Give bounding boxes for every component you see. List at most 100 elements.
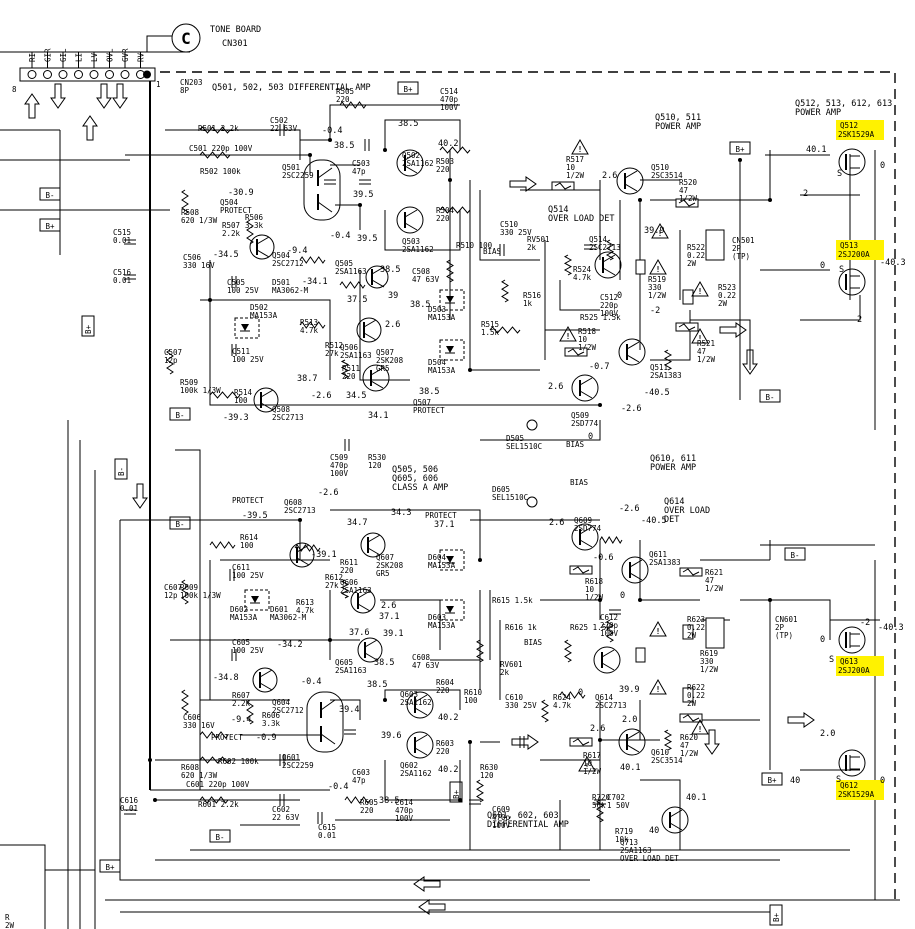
- resistor-symbol: [605, 239, 615, 261]
- wire: [800, 295, 861, 321]
- component-label-protect3: PROTECT: [211, 733, 243, 742]
- fusible-resistor-icon: [679, 567, 703, 577]
- cn203-connector-body: [19, 67, 156, 82]
- fusible-resistor-icon: [569, 565, 593, 575]
- component-label-r525: R525 1.5k: [580, 313, 621, 322]
- resistor-symbol: [199, 796, 229, 804]
- svg-text:B+: B+: [735, 145, 745, 154]
- component-label-c501: C501 220p 100V: [189, 144, 253, 153]
- diff-amp-top-label: Q501, 502, 503 DIFFERENTIAL AMP: [212, 83, 371, 93]
- capacitor-symbol: [519, 736, 525, 748]
- capacitor-symbol: [584, 244, 596, 250]
- b-plus-rail-label: B+: [761, 772, 783, 786]
- highlighted-part-ref: Q513: [840, 241, 858, 250]
- pin-label-ovl: OVL: [106, 48, 115, 62]
- component-label-bias4: BIAS: [524, 638, 543, 647]
- wire: [200, 299, 331, 380]
- capacitor-symbol: [594, 799, 606, 805]
- junction-dot: [208, 298, 212, 302]
- component-label-bias1: BIAS: [483, 247, 502, 256]
- voltage-reading-v73: 40.1: [686, 793, 706, 803]
- junction-dot: [328, 638, 332, 642]
- voltage-reading-v15: 38.5: [410, 300, 430, 310]
- b-minus-rail-label: B-: [169, 516, 191, 530]
- resistor-symbol: [476, 639, 484, 663]
- b-plus-rail-text: B+: [772, 912, 781, 922]
- resistor-symbol: [181, 579, 189, 605]
- svg-text:!: !: [656, 627, 661, 636]
- voltage-reading-v68: 2.6: [590, 724, 605, 734]
- voltage-reading-v36: -40.5: [644, 388, 670, 398]
- capacitor-symbol: [359, 179, 371, 185]
- svg-text:!: !: [658, 229, 663, 238]
- junction-dot: [638, 198, 642, 202]
- wire: [544, 270, 600, 331]
- q502-transistor: [396, 149, 424, 177]
- input-arrow-up-icon: [82, 115, 98, 141]
- svg-text:B+: B+: [45, 222, 55, 231]
- connector-c-icon: [171, 23, 201, 53]
- component-label-r625: R625 1.5k: [570, 623, 611, 632]
- resistor-symbol: [663, 729, 673, 751]
- wire: [0, 844, 46, 929]
- voltage-reading-v72: 0: [880, 776, 885, 786]
- resistor-symbol: [199, 756, 231, 764]
- capacitor-symbol: [231, 276, 237, 288]
- capacitor-symbol: [499, 244, 505, 256]
- capacitor-symbol: [229, 569, 235, 581]
- voltage-reading-v16: 2.6: [385, 320, 400, 330]
- voltage-reading-v52: -34.2: [277, 640, 303, 650]
- junction-dot: [298, 518, 302, 522]
- voltage-reading-v39: -39.5: [242, 511, 268, 521]
- voltage-reading-v6: 39.5: [353, 190, 373, 200]
- warning-triangle-icon: !: [578, 755, 596, 772]
- voltage-reading-v40: -39.1: [311, 550, 337, 560]
- highlighted-part-number: 2SJ200A: [838, 666, 870, 675]
- q503-transistor: [396, 206, 424, 234]
- b-minus-rail-label: [114, 458, 128, 480]
- signal-arrow-left-icon: [413, 876, 441, 892]
- resistor-symbol: [181, 189, 189, 215]
- d504-diode-pair: [439, 339, 465, 361]
- voltage-reading-v35: 2: [857, 315, 862, 325]
- resistor-symbol: [489, 326, 521, 334]
- q613-mosfet: [838, 626, 866, 654]
- pin-label-lv: LV: [90, 52, 99, 62]
- voltage-reading-v17: 38.7: [297, 374, 317, 384]
- connector-circle-letter: C: [181, 29, 191, 48]
- highlighted-part-ref: Q512: [840, 121, 858, 130]
- resistor-symbol: [181, 689, 189, 715]
- resistor-symbol: [199, 126, 231, 134]
- q607-transistor: [360, 532, 386, 558]
- fusible-resistor-icon: [675, 198, 699, 208]
- svg-text:B+: B+: [403, 85, 413, 94]
- voltage-reading-v69: 40.1: [620, 763, 640, 773]
- wire: [335, 204, 361, 230]
- voltage-reading-v44: 2.6: [549, 518, 564, 528]
- led-d505-icon: [526, 419, 538, 431]
- resistor-symbol: [501, 279, 509, 303]
- junction-dot: [383, 148, 387, 152]
- voltage-reading-v58: 39.4: [339, 705, 359, 715]
